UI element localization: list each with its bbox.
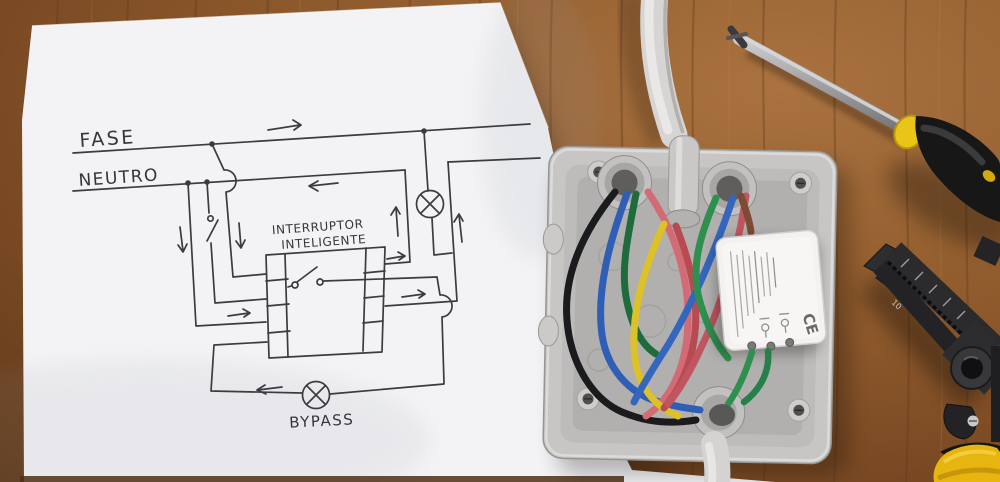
lamp-feed — [423, 130, 429, 192]
relay-out-wire — [323, 276, 453, 384]
neutro-return-wire — [384, 169, 411, 265]
wire-dark-green — [620, 190, 660, 358]
manual-switch-out — [210, 242, 267, 304]
bypass-lamp-symbol — [301, 380, 331, 410]
ce-mark: CE — [799, 311, 822, 337]
table-edge-under-paper — [20, 476, 624, 482]
neutro-line — [72, 169, 406, 192]
fase-label: FASE — [79, 126, 137, 152]
module-microtext — [729, 250, 777, 338]
wire-black — [563, 188, 700, 426]
side-gland-nub — [542, 223, 564, 255]
wire-strippers: 10 — [859, 235, 1000, 482]
side-gland-nub — [537, 315, 559, 347]
wire-blue-right — [630, 194, 737, 406]
module-terminal-icons — [759, 312, 790, 338]
smart-switch-label-line2: INTELIGENTE — [281, 232, 367, 252]
wire-green-pigtail — [724, 348, 756, 408]
screwdriver-handle — [915, 116, 1000, 222]
stripper-upper-piece — [973, 235, 1000, 267]
neutro-branch-a — [187, 182, 267, 327]
power-cable-top — [618, 0, 688, 149]
bypass-wire-left — [210, 341, 303, 394]
stripper-gauge-marks — [900, 258, 966, 320]
cable-sheath-tube — [665, 135, 701, 229]
screwdriver — [726, 25, 1000, 250]
relay-contact-symbol — [287, 266, 324, 289]
bypass-wire-right — [329, 383, 445, 395]
current-arrows — [177, 119, 464, 395]
screwdriver-shadow — [745, 47, 909, 147]
wire-yellow — [630, 220, 682, 420]
wire-blue-left — [597, 190, 704, 414]
load-drop-wire — [384, 161, 458, 307]
screwdriver-shaft — [733, 33, 909, 134]
stripper-right-sliver — [991, 346, 1000, 442]
smart-switch-label-line1: INTERRUPTOR — [271, 217, 364, 237]
stripper-cam-lever — [943, 403, 977, 440]
wire-brown — [737, 192, 755, 236]
manual-switch-feed — [206, 181, 210, 214]
circuit-diagram: FASE NEUTRO INTERRUPTOR INTELIGENTE BYPA… — [72, 119, 541, 432]
bypass-label: BYPASS — [289, 410, 355, 431]
load-line — [447, 157, 541, 163]
lamp-symbol — [415, 189, 445, 219]
stripper-pivot-bolt — [961, 357, 983, 379]
phillips-tip — [726, 25, 748, 49]
fase-line — [72, 123, 531, 154]
junction-box: CE — [537, 135, 850, 482]
wire-green-pigtail — [740, 347, 772, 406]
wire-pink — [642, 188, 692, 420]
power-cable-bottom — [697, 431, 733, 482]
lamp-out — [431, 217, 453, 256]
handle-yellow-accent — [982, 170, 996, 182]
manual-switch-symbol — [206, 214, 219, 242]
wire-red-right — [664, 192, 750, 408]
smart-switch-box — [265, 246, 386, 359]
module-label — [722, 236, 820, 345]
module-screw — [785, 337, 795, 347]
smart-module: CE — [715, 229, 827, 408]
fase-drop-wire — [211, 143, 267, 278]
gland-bottom-hole — [709, 404, 735, 426]
